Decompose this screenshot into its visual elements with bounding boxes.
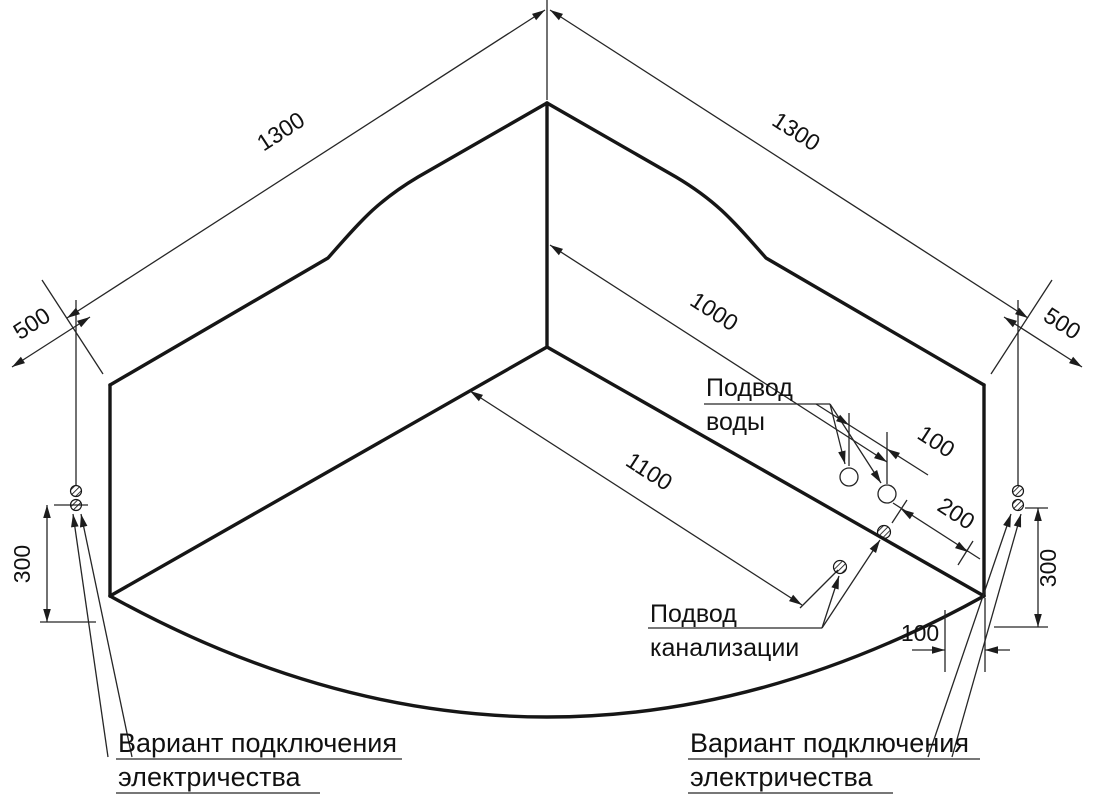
arrow (43, 609, 51, 622)
arrow (831, 576, 839, 590)
water-point-2 (877, 484, 897, 504)
dim-line-500-left (11, 316, 91, 368)
arrow (1015, 307, 1028, 318)
water-callout-line2: воды (706, 408, 765, 436)
drain-point-2 (876, 524, 892, 540)
drain-leader-2 (821, 539, 881, 629)
arrow (12, 356, 25, 367)
dim-200-label: 200 (933, 492, 979, 535)
electric-left-callout-line2: электричества (118, 762, 302, 792)
arrow (887, 449, 900, 460)
electric-point-right-b (1011, 498, 1025, 512)
arrow (79, 514, 88, 528)
electric-point-right-a (1011, 484, 1025, 498)
left-wall-bottom-edge (108, 345, 549, 598)
drain-point-1 (832, 559, 848, 575)
connection-points (69, 467, 1025, 575)
water-point-1 (839, 467, 859, 487)
electric-left-leader-2 (80, 513, 133, 758)
dim-1300-right-label: 1300 (768, 106, 825, 156)
arrow (869, 540, 880, 553)
left-corner-extension-line (41, 279, 104, 375)
arrow (932, 646, 945, 654)
arrow (77, 317, 90, 328)
arrow (67, 307, 80, 318)
arrow (1034, 614, 1042, 627)
electric-right-leader-2 (951, 513, 1022, 758)
arrow (874, 451, 887, 462)
dim-300-left-label: 300 (9, 545, 35, 583)
water-callout-line1: Подвод (706, 374, 793, 402)
dim-line-1100 (469, 390, 803, 606)
arrow (470, 391, 483, 402)
arrow (1069, 356, 1082, 367)
arrow (550, 10, 563, 21)
bathtub-outline (108, 101, 986, 719)
water-leader-2 (829, 403, 882, 484)
dim-100-upper-label: 100 (913, 420, 959, 463)
leader-lines (72, 403, 1022, 794)
dim-line-500-right (1003, 316, 1083, 368)
electric-point-left-b (69, 498, 83, 512)
dim-1300-left-label: 1300 (252, 106, 309, 156)
electric-left-leader-1 (72, 513, 109, 758)
dim-line-100-upper (815, 403, 929, 476)
dim-line-1000 (549, 244, 888, 463)
arrow (836, 414, 849, 425)
dim-line-1300-right (549, 9, 1029, 319)
drain-extension-line (799, 569, 839, 609)
right-wall-bottom-edge (545, 345, 986, 598)
electric-right-leader-1 (927, 513, 1012, 758)
arrow (43, 505, 51, 518)
drain-callout-line2: канализации (650, 634, 799, 662)
electric-right-callout-line2: электричества (690, 762, 874, 792)
arrow (955, 541, 968, 552)
rim-left-edge (108, 101, 549, 387)
arrow (789, 594, 802, 605)
arrow (901, 509, 914, 520)
dim-200-extension-b (957, 540, 974, 566)
right-corner-extension-line (990, 279, 1053, 375)
front-apron-arc (108, 594, 986, 719)
arrow (838, 450, 846, 464)
dim-500-left-label: 500 (8, 302, 54, 345)
dim-300-right-label: 300 (1035, 549, 1061, 587)
electric-left-callout-line1: Вариант подключения (118, 728, 397, 758)
arrow (1003, 514, 1011, 528)
arrow (1034, 508, 1042, 521)
dim-1100-label: 1100 (622, 447, 678, 496)
dim-500-right-label: 500 (1039, 302, 1085, 345)
dimension-arrows (12, 10, 1082, 654)
arrow (550, 245, 563, 256)
arrow (532, 10, 545, 21)
dim-1000-label: 1000 (686, 286, 743, 336)
callout-texts: Подвод воды Подвод канализации Вариант п… (118, 374, 969, 792)
drain-callout-line1: Подвод (650, 600, 737, 628)
dim-line-1300-left (66, 9, 546, 319)
dim-200-extension-a (891, 499, 908, 524)
rim-right-edge (545, 101, 986, 387)
arrow (71, 514, 79, 528)
electric-point-left-a (69, 484, 83, 498)
arrow (985, 646, 998, 654)
arrow (1004, 317, 1017, 328)
dim-100-bottom-label: 100 (901, 620, 939, 646)
arrow (1013, 514, 1022, 528)
arrow (870, 470, 881, 483)
electric-right-callout-line1: Вариант подключения (690, 728, 969, 758)
